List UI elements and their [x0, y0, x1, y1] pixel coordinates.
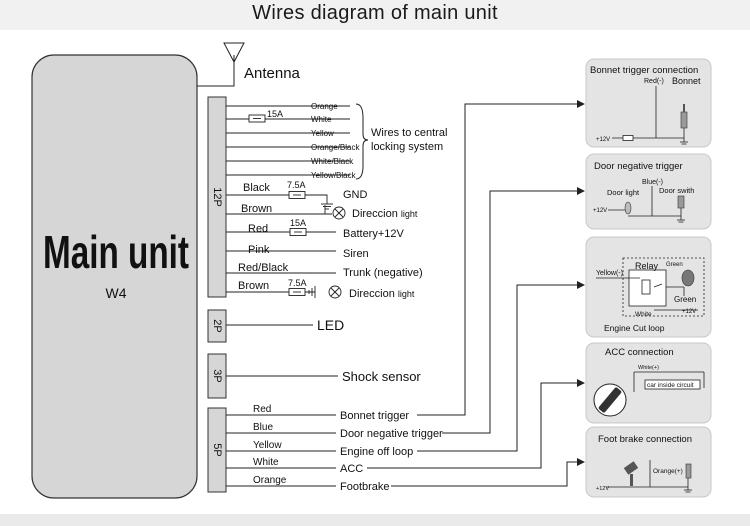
- routing-lines: [367, 100, 585, 487]
- connector-3p-label: 3P: [211, 369, 223, 382]
- engine-12v-label: +12V: [682, 309, 696, 315]
- wire-target: ACC: [340, 463, 363, 475]
- wire-color: Black: [243, 182, 270, 194]
- locking-wire-label: Orange/Black: [311, 143, 360, 152]
- locking-wire-label: Orange: [311, 102, 338, 111]
- panel-door-title: Door negative trigger: [594, 161, 683, 172]
- panel-engine: Relay Green Yellow(-) Green White +12V E…: [585, 236, 712, 338]
- power-wire-targets: GND Direccion light Battery+12V Siren Tr…: [343, 189, 423, 300]
- panel-acc: ACC connection White(+) car inside circu…: [585, 342, 712, 424]
- foot-orange-label: Orange(+): [653, 468, 683, 475]
- wire-target: GND: [343, 189, 368, 201]
- wire-color: Blue: [253, 422, 273, 433]
- door-switch-label: Door swith: [659, 186, 694, 195]
- wire-color: Red: [253, 404, 271, 415]
- connector-5p-label: 5P: [211, 443, 223, 456]
- connector-12p: 12P: [207, 96, 227, 298]
- connector-2p: 2P: [207, 309, 227, 343]
- wire-target: Trunk (negative): [343, 267, 423, 279]
- bonnet-red-label: Red(-): [644, 78, 664, 85]
- connector-3p: 3P: [207, 353, 227, 399]
- engine-green-small: Green: [666, 262, 683, 268]
- engine-yellow-label: Yellow(-): [596, 270, 623, 277]
- wire-target: Bonnet trigger: [340, 410, 409, 422]
- acc-white-label: White(+): [638, 365, 659, 371]
- wire-target: Battery+12V: [343, 228, 405, 240]
- shock-sensor-label: Shock sensor: [342, 369, 421, 384]
- fuse-icon: 7.5A: [287, 180, 306, 199]
- panel-foot-title: Foot brake connection: [598, 434, 692, 445]
- locking-wire-label: Yellow: [311, 129, 334, 138]
- door-blue-label: Blue(-): [642, 179, 663, 186]
- locking-wire-label: White/Black: [311, 157, 354, 166]
- foot-12v-label: +12V: [596, 486, 609, 492]
- locking-wire-label: White: [311, 115, 332, 124]
- door-light-label: Door light: [607, 188, 640, 197]
- main-unit-model: W4: [106, 285, 127, 301]
- ignition-icon: [593, 383, 627, 417]
- wire-color: Red/Black: [238, 262, 289, 274]
- locking-wires: [226, 105, 350, 176]
- trigger-wire-targets: Bonnet trigger Door negative trigger Eng…: [340, 410, 443, 493]
- connector-5p: 5P: [207, 407, 227, 493]
- fuse-label: 7.5A: [287, 180, 306, 190]
- panel-bonnet: Bonnet trigger connection Red(-) Bonnet …: [585, 58, 712, 148]
- engine-green-label: Green: [674, 295, 696, 304]
- wire-target: Engine off loop: [340, 446, 413, 458]
- power-wire-colors: Black Brown Red Pink Red/Black Brown: [238, 182, 289, 292]
- wire-color: Red: [248, 223, 268, 235]
- wire-color: Brown: [241, 203, 272, 215]
- wire-target: Direccion light: [349, 288, 415, 300]
- wire-color: Pink: [248, 244, 270, 256]
- wire-color: Brown: [238, 280, 269, 292]
- trigger-wire-colors: Red Blue Yellow White Orange: [253, 404, 287, 486]
- page-title: Wires diagram of main unit: [252, 2, 498, 24]
- wire-color: White: [253, 457, 279, 468]
- panel-engine-title: Engine Cut loop: [604, 323, 665, 333]
- wire-target: Footbrake: [340, 481, 390, 493]
- locking-wire-label: Yellow/Black: [311, 171, 357, 180]
- panel-foot: Foot brake connection Orange(+) +12V: [585, 426, 712, 498]
- fuse-icon: 7.5A: [288, 278, 307, 296]
- wire-target: Siren: [343, 248, 369, 260]
- panel-door: Door negative trigger Blue(-) Door light…: [585, 153, 712, 230]
- bonnet-label: Bonnet: [672, 76, 701, 86]
- relay-label: Relay: [635, 261, 659, 271]
- connector-2p-label: 2P: [211, 319, 223, 332]
- wire-target: Door negative trigger: [340, 428, 443, 440]
- bonnet-12v-label: +12V: [596, 137, 610, 143]
- locking-fuse-label: 15A: [267, 109, 283, 119]
- fuse-icon: 15A: [289, 218, 307, 236]
- door-12v-label: +12V: [593, 208, 607, 214]
- fuse-label: 15A: [290, 218, 306, 228]
- fuse-label: 7.5A: [288, 278, 307, 288]
- main-unit: Main unit W4: [31, 54, 198, 499]
- title-bar: Wires diagram of main unit: [0, 0, 750, 30]
- locking-wire-labels: Orange White Yellow Orange/Black White/B…: [311, 102, 360, 180]
- locking-brace: [355, 103, 369, 180]
- panel-acc-title: ACC connection: [605, 347, 674, 358]
- locking-fuse: 15A: [248, 109, 283, 123]
- led-label: LED: [317, 317, 344, 333]
- panel-bonnet-title: Bonnet trigger connection: [590, 65, 698, 76]
- main-unit-label: Main unit: [43, 226, 189, 278]
- engine-white-label: White: [635, 311, 652, 318]
- acc-circuit-label: car inside circuit: [647, 382, 694, 389]
- trigger-wires: [226, 414, 336, 487]
- wire-color: Yellow: [253, 440, 282, 451]
- antenna-label: Antenna: [244, 65, 301, 82]
- lamp-icon: [328, 285, 342, 299]
- antenna: [197, 42, 245, 87]
- lamp-icon: [226, 206, 346, 220]
- connector-12p-label: 12P: [211, 187, 223, 207]
- brake-pedal-icon: [623, 461, 639, 486]
- locking-label-line2: locking system: [371, 141, 443, 153]
- wire-target: Direccion light: [352, 208, 418, 220]
- locking-label-line1: Wires to central: [371, 127, 447, 139]
- footer-strip: [0, 514, 750, 526]
- wire-color: Orange: [253, 475, 287, 486]
